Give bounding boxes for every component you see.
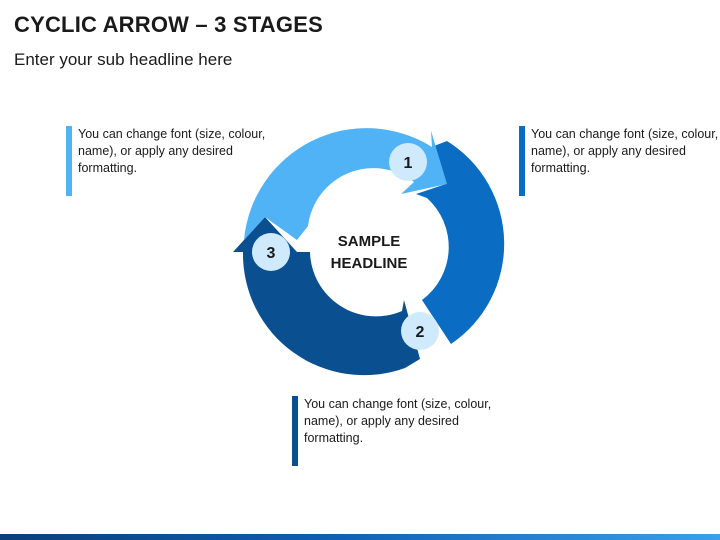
stage-1-arrow-segment [416, 131, 505, 344]
stage-3-arrow-segment [244, 128, 447, 240]
note-stage-2-text: You can change font (size, colour, name)… [304, 397, 492, 445]
stage-1-number: 1 [404, 155, 413, 172]
page-subtitle: Enter your sub headline here [14, 50, 233, 69]
center-headline-line-2: HEADLINE [331, 255, 408, 272]
stage-2-number: 2 [416, 324, 425, 341]
note-stage-3: You can change font (size, colour, name)… [66, 126, 268, 196]
stage-1-badge [389, 143, 427, 181]
note-stage-2-accent-bar [292, 396, 298, 466]
stage-3-number: 3 [267, 245, 276, 262]
note-stage-2: You can change font (size, colour, name)… [292, 396, 494, 466]
note-stage-1: You can change font (size, colour, name)… [519, 126, 720, 196]
note-stage-3-accent-bar [66, 126, 72, 196]
note-stage-3-text: You can change font (size, colour, name)… [78, 127, 266, 175]
stage-2-badge [401, 312, 439, 350]
center-headline-line-1: SAMPLE [338, 233, 401, 250]
stage-3-badge [252, 233, 290, 271]
footer-gradient-strip [0, 534, 720, 540]
page-title: CYCLIC ARROW – 3 STAGES [14, 12, 323, 37]
note-stage-1-accent-bar [519, 126, 525, 196]
note-stage-1-text: You can change font (size, colour, name)… [531, 127, 719, 175]
